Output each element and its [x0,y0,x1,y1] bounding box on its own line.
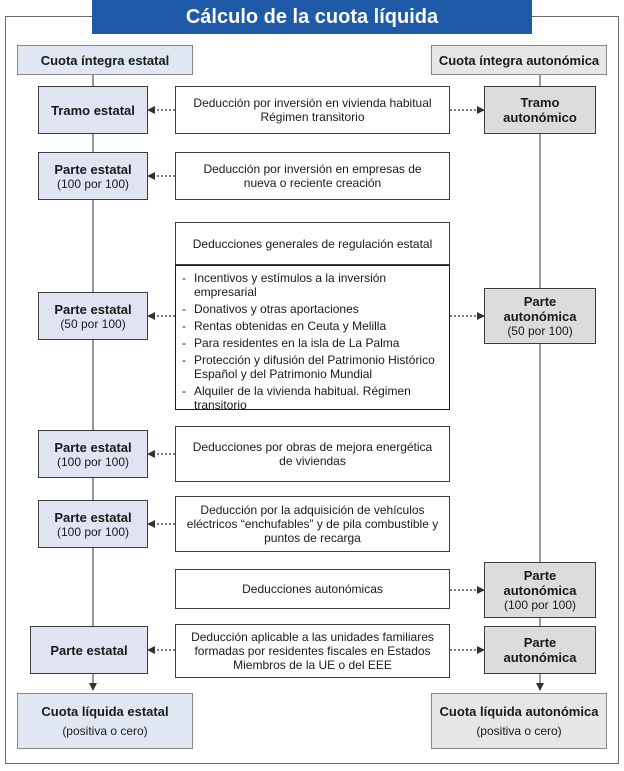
parte-estatal-label: Parte estatal [54,161,132,177]
list-bullet: - [182,336,186,350]
list-item-label: Donativos y otras aportaciones [194,302,359,316]
cuota-liquida-estatal-sub: (positiva o cero) [62,724,148,738]
list-item-label: Rentas obtenidas en Ceuta y Melilla [194,319,387,333]
parte-autonomica-box-2: Parte autonómica (100 por 100) [484,562,596,618]
list-bullet: - [182,302,186,316]
list-bullet: - [182,319,186,333]
parte-estatal-box-3: Parte estatal (100 por 100) [38,430,148,478]
parte-estatal-pct: (100 por 100) [56,454,130,469]
parte-autonomica-label: Parte autonómica [503,568,577,598]
list-item: -Para residentes en la isla de La Palma [182,336,445,350]
parte-autonomica-pct: (50 por 100) [507,324,573,338]
deduccion-empresas-nueva-creacion: Deducción por inversión en empresas de n… [175,152,450,200]
diagram-title: Cálculo de la cuota líquida [92,0,532,34]
parte-estatal-pct: (100 por 100) [56,524,130,539]
deducciones-generales-list: -Incentivos y estímulos a la inversión e… [175,265,450,412]
deducciones-generales-title: Deducciones generales de regulación esta… [192,236,433,251]
tramo-autonomico-box: Tramo autonómico [484,86,596,134]
parte-autonomica-pct: (100 por 100) [503,598,577,612]
list-item-label: Protección y difusión del Patrimonio His… [194,353,435,381]
deduccion-unidades-familiares-label: Deducción aplicable a las unidades famil… [191,630,434,672]
parte-estatal-label: Parte estatal [54,301,132,317]
cuota-integra-autonomica: Cuota íntegra autonómica [431,45,607,75]
tramo-estatal-box: Tramo estatal [38,86,148,134]
deducciones-generales-title-box: Deducciones generales de regulación esta… [175,222,450,265]
parte-autonomica-label: Parte autonómica [503,635,577,665]
parte-estatal-box-4: Parte estatal (100 por 100) [38,500,148,548]
parte-estatal-box-5: Parte estatal [30,626,148,674]
deduccion-unidades-familiares-ue: Deducción aplicable a las unidades famil… [175,624,450,678]
list-item-label: Alquiler de la vivienda habitual. Régime… [194,384,411,412]
list-item: -Protección y difusión del Patrimonio Hi… [182,353,445,381]
cuota-liquida-autonomica-sub: (positiva o cero) [476,724,562,738]
parte-estatal-label: Parte estatal [54,509,132,525]
cuota-liquida-estatal: Cuota líquida estatal (positiva o cero) [17,693,193,749]
cuota-liquida-estatal-label: Cuota líquida estatal [41,704,169,719]
list-bullet: - [182,353,186,367]
cuota-liquida-autonomica-label: Cuota líquida autonómica [439,704,599,719]
parte-estatal-pct: (100 por 100) [56,176,130,191]
list-item: -Rentas obtenidas en Ceuta y Melilla [182,319,445,333]
list-item-label: Para residentes en la isla de La Palma [194,336,400,350]
deduccion-mejora-energetica-label: Deducciones por obras de mejora energéti… [192,440,433,468]
parte-autonomica-label: Parte autonómica [503,294,577,324]
cuota-integra-estatal-label: Cuota íntegra estatal [40,52,170,68]
parte-estatal-label: Parte estatal [54,439,132,455]
deducciones-autonomicas: Deducciones autonómicas [175,569,450,609]
deduccion-vehiculos-electricos: Deducción por la adquisición de vehículo… [175,496,450,552]
tramo-estatal-label: Tramo estatal [51,102,135,118]
deduccion-vivienda-line1: Deducción por inversión en vivienda habi… [193,96,432,110]
deduccion-vivienda-habitual: Deducción por inversión en vivienda habi… [175,86,450,134]
list-item: -Incentivos y estímulos a la inversión e… [182,271,445,299]
list-item: -Alquiler de la vivienda habitual. Régim… [182,384,445,412]
deduccion-vivienda-line2: Régimen transitorio [260,110,365,124]
deducciones-autonomicas-label: Deducciones autonómicas [242,582,383,596]
parte-autonomica-box-3: Parte autonómica [484,626,596,674]
parte-estatal-box-2: Parte estatal (50 por 100) [38,292,148,340]
list-item: -Donativos y otras aportaciones [182,302,445,316]
list-item-label: Incentivos y estímulos a la inversión em… [194,271,387,299]
cuota-integra-estatal: Cuota íntegra estatal [17,45,193,75]
parte-autonomica-box-1: Parte autonómica (50 por 100) [484,288,596,344]
parte-estatal-label: Parte estatal [50,642,128,658]
parte-estatal-pct: (50 por 100) [60,316,126,331]
list-bullet: - [182,271,186,285]
cuota-integra-autonomica-label: Cuota íntegra autonómica [438,52,600,68]
parte-estatal-box-1: Parte estatal (100 por 100) [38,152,148,200]
cuota-liquida-autonomica: Cuota líquida autonómica (positiva o cer… [431,693,607,749]
deduccion-mejora-energetica: Deducciones por obras de mejora energéti… [175,426,450,482]
list-bullet: - [182,384,186,398]
deduccion-vehiculos-label: Deducción por la adquisición de vehículo… [186,503,439,545]
deduccion-empresas-label: Deducción por inversión en empresas de n… [203,162,422,190]
tramo-autonomico-label: Tramo autonómico [503,95,577,125]
